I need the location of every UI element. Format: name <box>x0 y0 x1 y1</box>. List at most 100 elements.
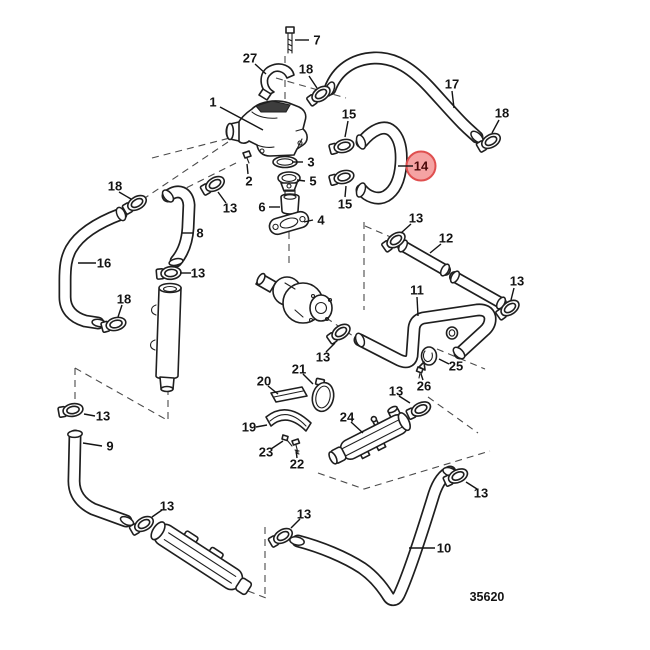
leader-line <box>255 424 268 428</box>
callout-number: 17 <box>445 77 459 92</box>
clamp-band-inner <box>164 268 178 278</box>
leader-line <box>344 185 347 198</box>
dashed-line <box>317 450 491 490</box>
callout-1[interactable]: 1 <box>209 95 264 131</box>
leader-line <box>438 358 450 365</box>
callout-13[interactable]: 13 <box>510 274 524 301</box>
callout-number: 18 <box>117 292 131 307</box>
callout-10[interactable]: 10 <box>409 541 451 556</box>
leader-line <box>267 385 279 395</box>
callout-5[interactable]: 5 <box>296 174 317 189</box>
clamp-band-inner <box>66 405 80 415</box>
hose-8-part <box>161 185 196 268</box>
callout-number: 24 <box>340 410 355 425</box>
hose-12-part <box>397 239 507 310</box>
hose-clamp-part <box>381 231 406 253</box>
callout-number: 6 <box>258 200 265 215</box>
hose-17-part <box>323 51 484 144</box>
callout-18[interactable]: 18 <box>117 292 131 318</box>
callout-18[interactable]: 18 <box>108 179 132 200</box>
callout-number: 18 <box>495 106 509 121</box>
callout-18[interactable]: 18 <box>491 106 509 134</box>
callout-13[interactable]: 13 <box>217 191 237 216</box>
dashed-line <box>427 396 479 434</box>
callout-24[interactable]: 24 <box>340 410 364 434</box>
callout-number: 18 <box>108 179 122 194</box>
clamp-band-inner <box>334 326 348 338</box>
callout-15[interactable]: 15 <box>342 107 356 138</box>
callout-number: 27 <box>243 51 257 66</box>
callout-number: 4 <box>317 213 325 228</box>
callout-27[interactable]: 27 <box>243 51 267 75</box>
dashed-line <box>315 310 357 339</box>
clamp-band-inner <box>314 88 328 100</box>
hose-16-part <box>58 206 128 330</box>
callout-9[interactable]: 9 <box>82 439 114 454</box>
callout-number: 21 <box>292 362 306 377</box>
screw-22-part <box>291 438 301 455</box>
callout-number: 13 <box>96 409 110 424</box>
callout-13[interactable]: 13 <box>83 409 110 424</box>
hose-9-part <box>67 429 135 528</box>
callout-20[interactable]: 20 <box>257 374 279 395</box>
thermostat-part <box>277 171 301 192</box>
callout-26[interactable]: 26 <box>417 373 431 394</box>
callout-21[interactable]: 21 <box>292 362 314 385</box>
callout-14[interactable]: 14 <box>398 150 437 182</box>
leader-line <box>416 296 419 317</box>
callout-number: 22 <box>290 457 304 472</box>
callout-number: 1 <box>209 95 216 110</box>
leader-line <box>491 119 500 134</box>
thermostat-sleeve-part <box>280 189 300 215</box>
leader-line <box>82 442 103 447</box>
callout-13[interactable]: 13 <box>290 507 311 529</box>
leader-line <box>451 90 455 109</box>
callout-17[interactable]: 17 <box>445 77 459 109</box>
callout-11[interactable]: 11 <box>410 283 424 317</box>
callout-18[interactable]: 18 <box>299 62 318 89</box>
leader-line <box>344 120 349 138</box>
callout-15[interactable]: 15 <box>338 185 352 212</box>
leader-line <box>308 75 318 89</box>
hose-clamp-part <box>326 323 351 345</box>
callout-number: 3 <box>307 155 314 170</box>
callout-number: 7 <box>313 33 320 48</box>
leader-line <box>118 191 132 200</box>
callout-13[interactable]: 13 <box>180 266 205 281</box>
leader-line <box>350 421 364 434</box>
leader-line <box>398 395 411 404</box>
callout-25[interactable]: 25 <box>438 358 463 374</box>
callout-13[interactable]: 13 <box>465 481 488 501</box>
callout-2[interactable]: 2 <box>245 163 253 189</box>
hose-clamp-part <box>475 132 502 153</box>
callout-4[interactable]: 4 <box>303 213 325 228</box>
callout-3[interactable]: 3 <box>292 155 315 170</box>
callout-number: 12 <box>439 231 453 246</box>
drain-plug-part <box>242 150 252 164</box>
clamp-band-inner <box>337 172 351 182</box>
callout-8[interactable]: 8 <box>182 226 204 241</box>
callout-12[interactable]: 12 <box>429 231 453 254</box>
callout-13[interactable]: 13 <box>400 211 423 234</box>
hose-clamp-part <box>128 515 155 536</box>
callout-23[interactable]: 23 <box>259 440 284 460</box>
callout-13[interactable]: 13 <box>316 342 336 365</box>
callout-22[interactable]: 22 <box>290 449 304 472</box>
callout-number: 26 <box>417 379 431 394</box>
leader-line <box>117 304 123 318</box>
leader-line <box>465 481 478 490</box>
leader-line <box>83 413 96 417</box>
callout-13[interactable]: 13 <box>151 499 174 518</box>
callout-7[interactable]: 7 <box>295 33 321 48</box>
hose-clamp-part <box>442 468 469 487</box>
callout-number: 14 <box>414 159 429 174</box>
callout-6[interactable]: 6 <box>258 200 280 215</box>
clamp-band-inner <box>208 178 222 190</box>
callout-13[interactable]: 13 <box>389 384 411 404</box>
hose-clamp-part <box>267 527 294 548</box>
hose-clamp-part <box>155 265 182 281</box>
callout-16[interactable]: 16 <box>78 256 111 271</box>
callout-19[interactable]: 19 <box>242 420 268 435</box>
